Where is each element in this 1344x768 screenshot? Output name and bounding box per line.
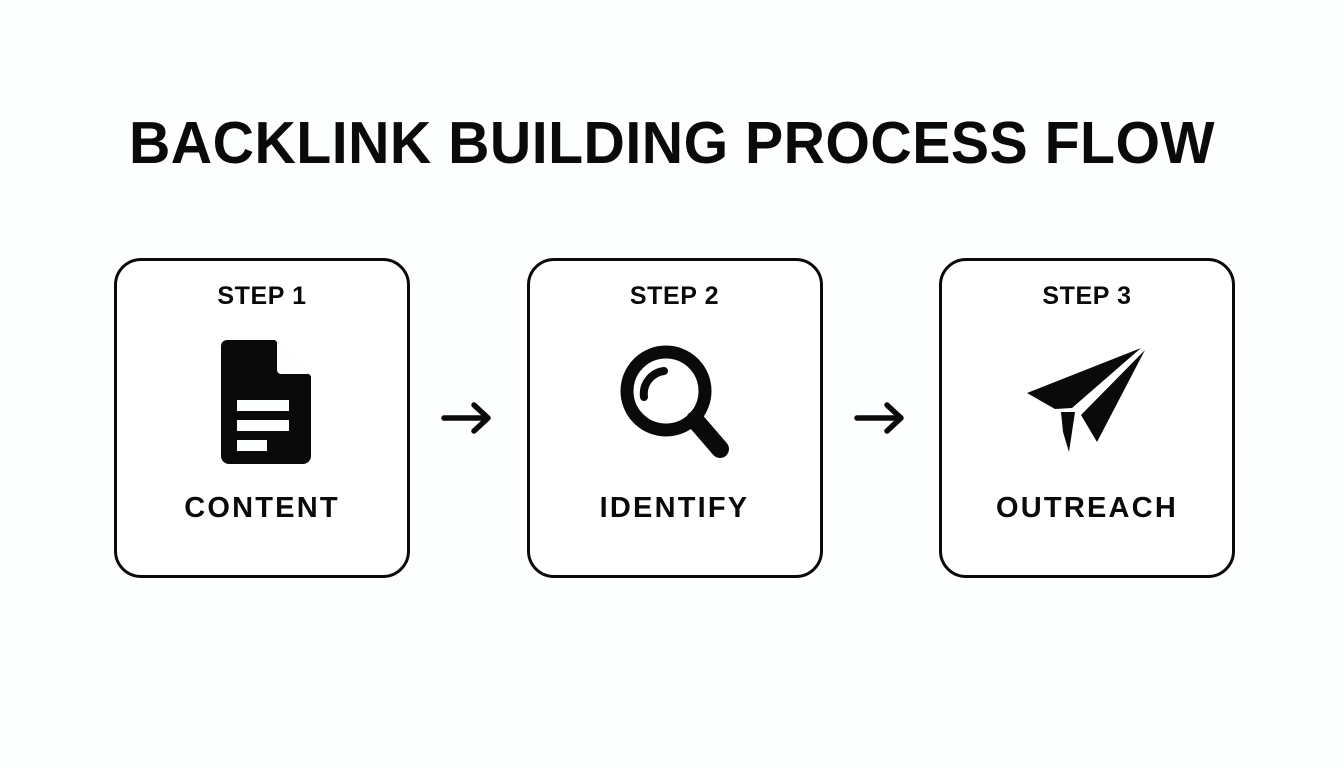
page-title: BACKLINK BUILDING PROCESS FLOW	[128, 110, 1216, 176]
arrow-right-icon	[854, 398, 908, 438]
step-2-name: IDENTIFY	[599, 492, 750, 524]
magnifier-icon	[616, 341, 734, 463]
connector-arrow-1	[437, 395, 499, 441]
step-2-label: STEP 2	[629, 282, 720, 310]
step-3-icon-wrap	[942, 309, 1232, 494]
step-3-label: STEP 3	[1042, 282, 1132, 310]
step-1-icon-wrap	[117, 309, 407, 494]
step-2-icon-wrap	[530, 309, 820, 494]
step-1-name: CONTENT	[184, 492, 340, 524]
document-icon	[213, 339, 311, 464]
step-card-1[interactable]: STEP 1 CONTENT	[114, 258, 410, 578]
step-card-3[interactable]: STEP 3 OUTREACH	[939, 258, 1235, 578]
step-3-name: OUTREACH	[996, 492, 1178, 524]
connector-arrow-2	[850, 395, 912, 441]
step-card-2[interactable]: STEP 2 IDENTIFY	[526, 258, 823, 578]
paper-plane-icon	[1025, 346, 1149, 458]
step-1-label: STEP 1	[217, 282, 307, 310]
process-flow-row: STEP 1 CONTENT	[114, 258, 1235, 578]
arrow-right-icon	[441, 398, 495, 438]
